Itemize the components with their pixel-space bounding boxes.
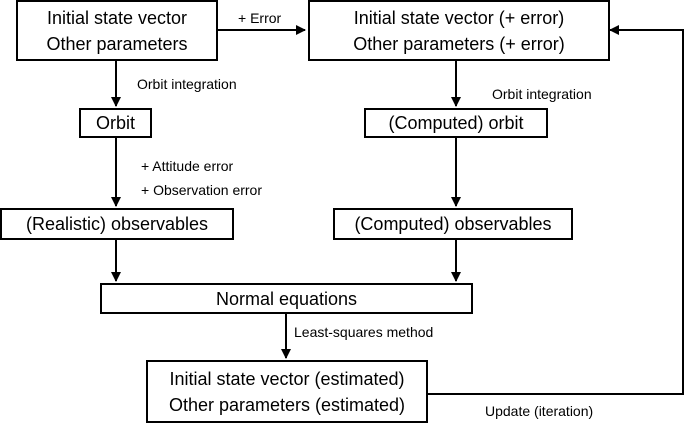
orbit-integration-right-label: Orbit integration xyxy=(492,86,592,102)
box-computed-observables: (Computed) observables xyxy=(333,208,573,240)
other-parameters-text: Other parameters xyxy=(46,33,188,54)
box-realistic-observables: (Realistic) observables xyxy=(0,208,234,240)
normal-equations-text: Normal equations xyxy=(215,288,358,309)
other-parameters-estimated-text: Other parameters (estimated) xyxy=(168,394,406,415)
box-computed-orbit: (Computed) orbit xyxy=(364,108,548,138)
box-estimated: Initial state vector (estimated) Other p… xyxy=(146,360,428,423)
other-parameters-error-text: Other parameters (+ error) xyxy=(353,33,565,54)
initial-state-vector-text: Initial state vector xyxy=(46,7,188,28)
observation-error-label: + Observation error xyxy=(141,182,262,198)
computed-orbit-text: (Computed) orbit xyxy=(388,113,524,133)
error-label: + Error xyxy=(238,10,282,26)
orbit-text: Orbit xyxy=(95,113,135,133)
realistic-observables-text: (Realistic) observables xyxy=(25,214,209,234)
box-orbit: Orbit xyxy=(79,108,152,138)
orbit-integration-left-label: Orbit integration xyxy=(137,76,237,92)
arrow-update-feedback xyxy=(428,25,684,395)
box-initial-state-error: Initial state vector (+ error) Other par… xyxy=(308,0,610,61)
box-initial-state: Initial state vector Other parameters xyxy=(16,0,218,61)
initial-state-vector-estimated-text: Initial state vector (estimated) xyxy=(169,368,405,389)
initial-state-vector-error-text: Initial state vector (+ error) xyxy=(353,7,565,28)
box-normal-equations: Normal equations xyxy=(100,283,473,314)
least-squares-label: Least-squares method xyxy=(294,324,434,340)
attitude-error-label: + Attitude error xyxy=(141,158,234,174)
computed-observables-text: (Computed) observables xyxy=(354,214,552,234)
update-iteration-label: Update (iteration) xyxy=(485,403,594,419)
